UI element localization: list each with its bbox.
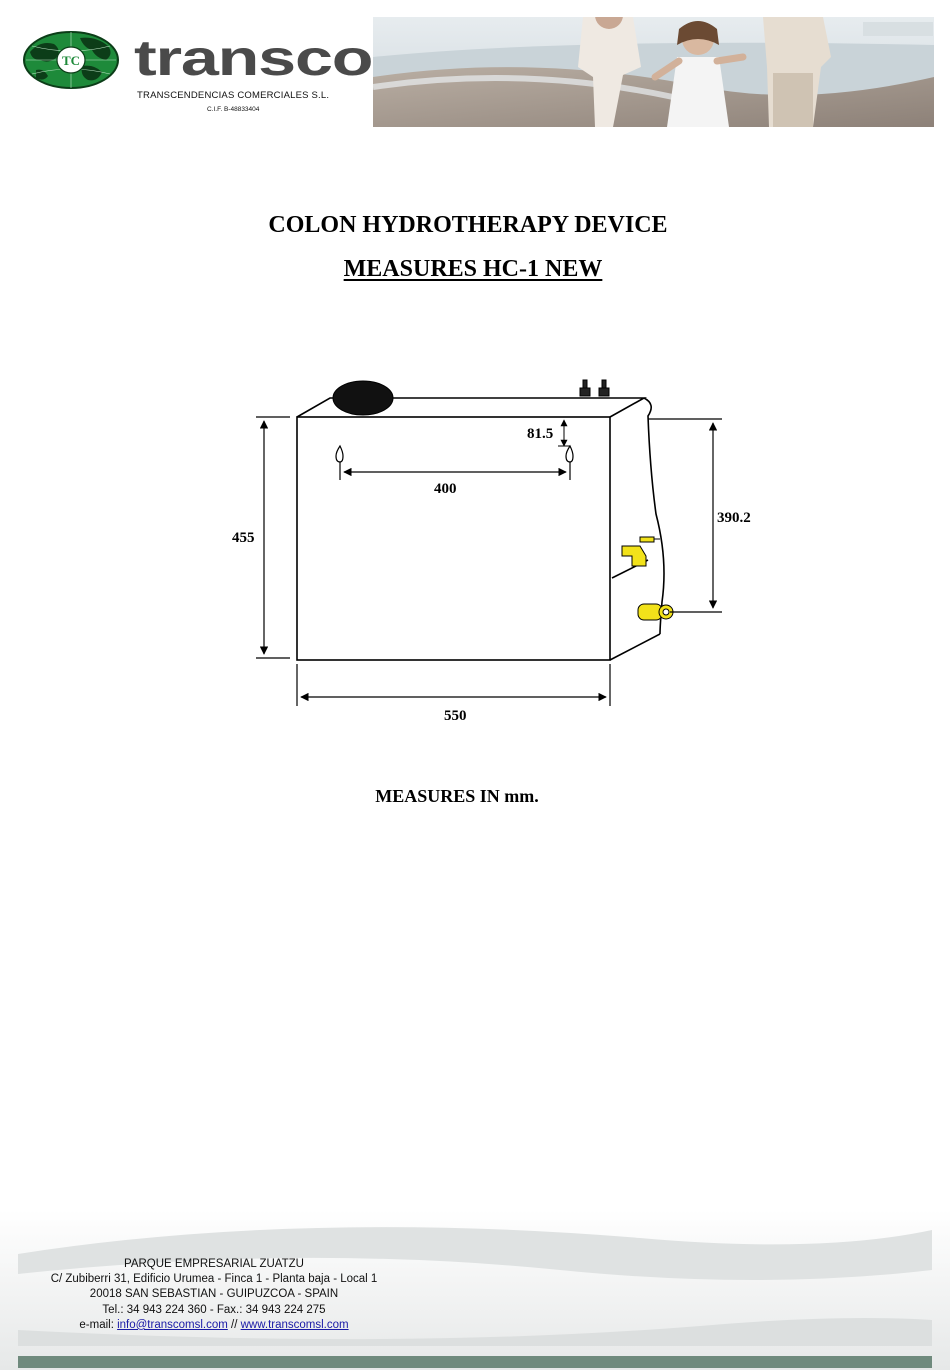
- document-subtitle: MEASURES HC-1 NEW: [343, 256, 603, 282]
- top-cap-icon: [332, 380, 394, 416]
- website-link[interactable]: www.transcomsl.com: [240, 1318, 349, 1331]
- units-note: MEASURES IN mm.: [375, 786, 539, 806]
- email-prefix: e-mail:: [79, 1318, 118, 1331]
- footer-contact-line: e-mail: info@transcomsl.com // www.trans…: [18, 1318, 410, 1333]
- document-title: COLON HYDROTHERAPY DEVICE: [268, 212, 668, 238]
- dim-hole-offset-label: 81.5: [527, 426, 553, 442]
- dim-outlet-height-label: 390.2: [717, 510, 751, 526]
- dim-hole-spacing-label: 400: [434, 481, 457, 497]
- dimension-height: [256, 416, 290, 659]
- dimension-width: [296, 664, 611, 706]
- company-cif: C.I.F. B-48833404: [207, 106, 260, 113]
- footer-line-3: 20018 SAN SEBASTIAN - GUIPUZCOA - SPAIN: [89, 1288, 339, 1301]
- top-valves-icon: [579, 379, 610, 397]
- dimension-hole-offset: [558, 419, 570, 447]
- mounting-holes-icon: [335, 444, 574, 463]
- email-link[interactable]: info@transcomsl.com: [117, 1318, 228, 1331]
- cabinet-outline: [296, 397, 665, 661]
- side-connectors-icon: [621, 536, 674, 621]
- footer-line-1: PARQUE EMPRESARIAL ZUATZU: [124, 1258, 304, 1270]
- dimension-outlet-height: [648, 418, 722, 613]
- dim-height-label: 455: [232, 530, 255, 546]
- dim-width-label: 550: [444, 708, 467, 724]
- globe-logo: TC: [23, 31, 119, 89]
- footer-line-2: C/ Zubiberri 31, Edificio Urumea - Finca…: [50, 1273, 378, 1286]
- company-name: TRANSCENDENCIAS COMERCIALES S.L.: [137, 90, 330, 101]
- footer-line-4: Tel.: 34 943 224 360 - Fax.: 34 943 224 …: [102, 1303, 326, 1316]
- footer-wave-background: [0, 1210, 950, 1370]
- dimension-hole-spacing: [339, 462, 571, 480]
- contact-separator: //: [227, 1318, 241, 1331]
- footer-address: PARQUE EMPRESARIAL ZUATZU C/ Zubiberri 3…: [18, 1257, 410, 1333]
- beach-family-photo: [373, 17, 934, 127]
- logo-initials: TC: [62, 53, 80, 68]
